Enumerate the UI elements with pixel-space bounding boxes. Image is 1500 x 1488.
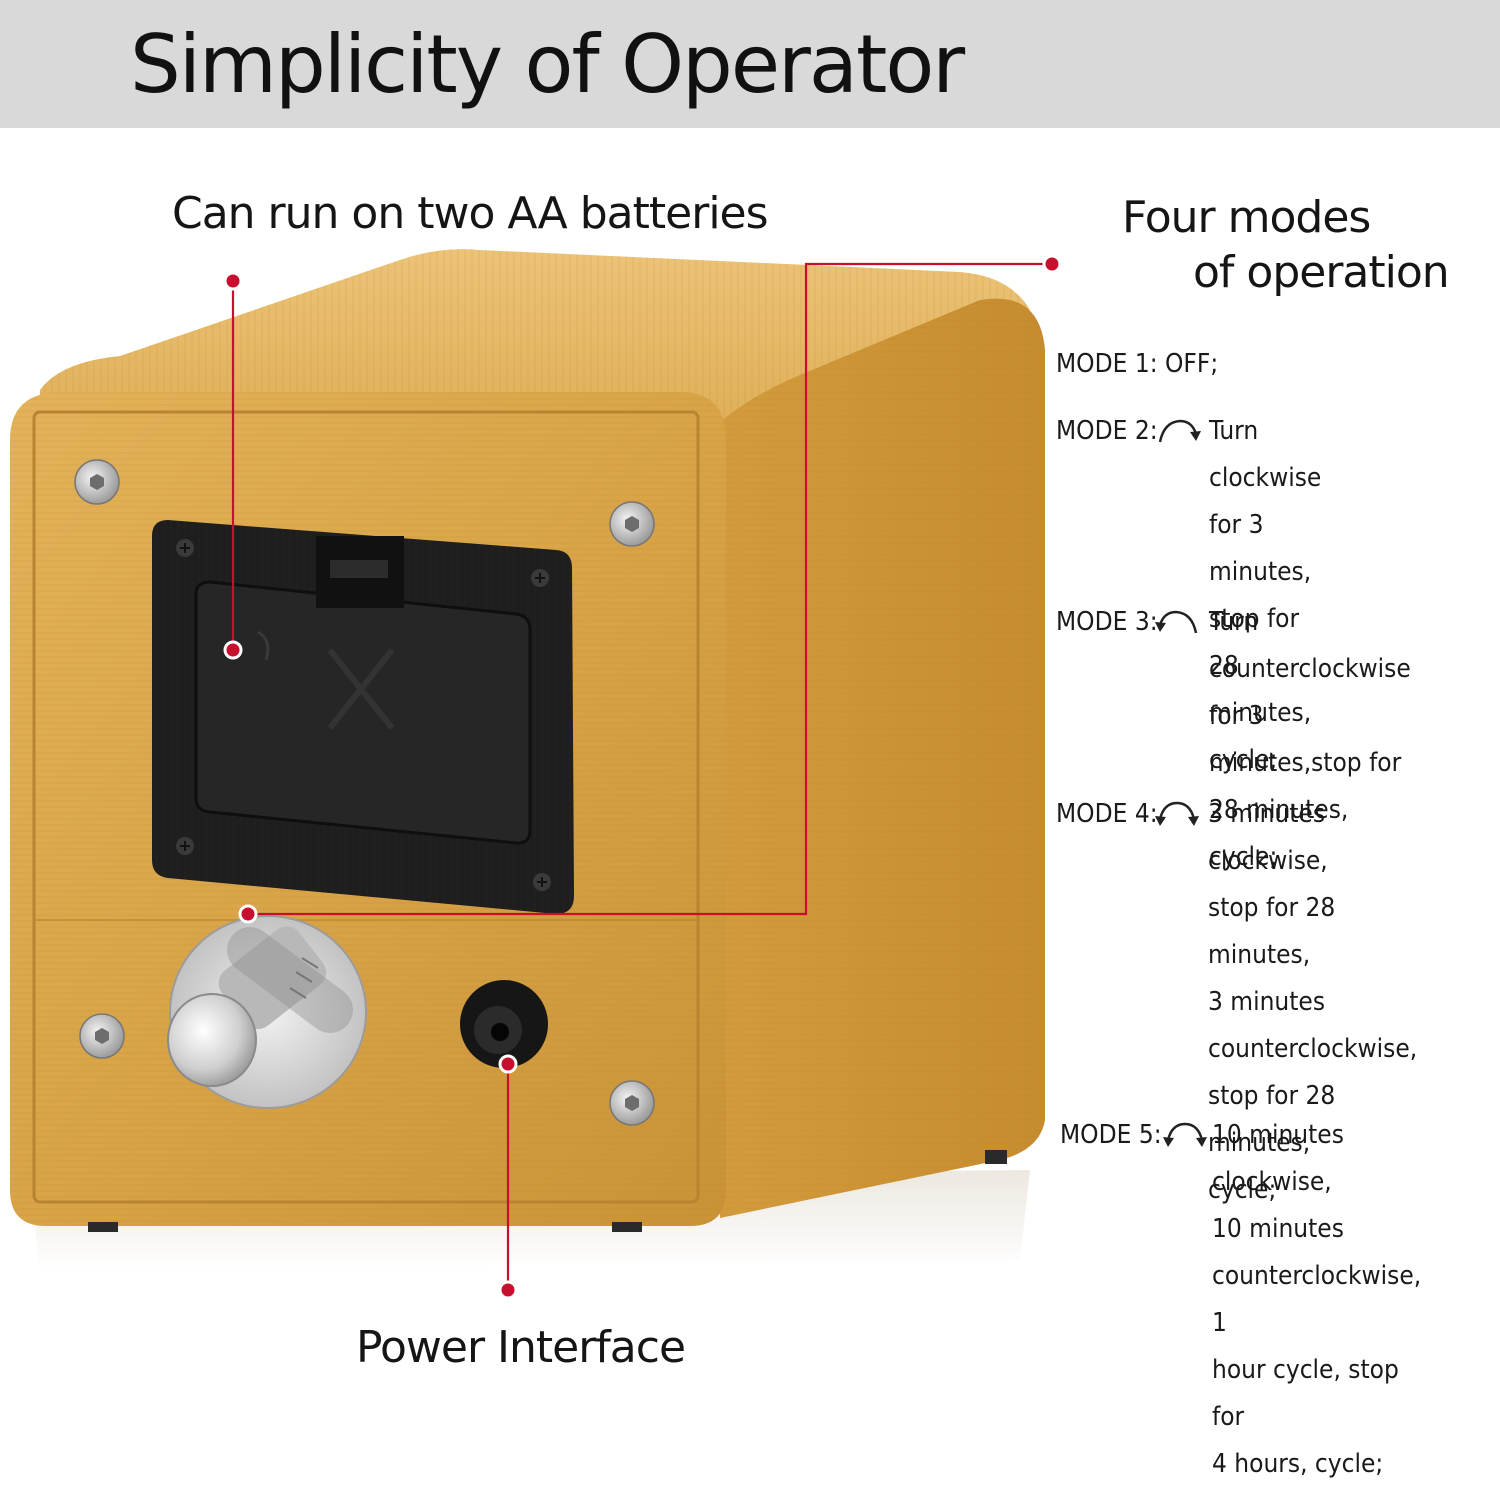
screw-icon [176,837,194,855]
mode-label: MODE 5: [1060,1120,1162,1150]
page-title: Simplicity of Operator [130,18,965,111]
screw-icon [74,459,120,505]
screw-icon [79,1013,125,1059]
callout-leaders [231,262,1052,1290]
counterclockwise-arrow-icon [1155,610,1198,634]
watch-winder-image [10,249,1062,1300]
screw-icon [531,569,549,587]
mode-description: 10 minutes clockwise, 10 minutes counter… [1212,1120,1422,1479]
mode-description: Turn clockwise for 3 minutes, stop for 2… [1209,416,1322,775]
power-callout: Power Interface [356,1322,686,1373]
clockwise-arrow-icon [1158,419,1201,443]
modes-callout-line1: Four modes [1122,192,1371,243]
bidirectional-arrow-icon [1155,801,1199,826]
mode-description: 3 minutes clockwise, stop for 28 minutes… [1208,799,1418,1205]
mode-description: Turn counterclockwise for 3 minutes,stop… [1209,607,1411,872]
mode-label: MODE 4: [1056,799,1158,829]
bidirectional-arrow-icon [1163,1122,1207,1147]
mode-dial-knob [167,915,367,1109]
screw-icon [176,539,194,557]
screw-icon [609,501,655,547]
screw-icon [533,873,551,891]
mode-label: MODE 3: [1056,607,1158,637]
mode-label: MODE 1: OFF; [1056,349,1219,379]
power-jack [460,980,548,1068]
mode-label: MODE 2: [1056,416,1158,446]
batteries-callout: Can run on two AA batteries [172,188,769,239]
header-bar: Simplicity of Operator [0,0,1500,128]
battery-compartment [152,520,574,914]
callout-markers [223,254,1062,1300]
screw-icon [609,1080,655,1126]
modes-callout-line2: of operation [1193,247,1450,298]
